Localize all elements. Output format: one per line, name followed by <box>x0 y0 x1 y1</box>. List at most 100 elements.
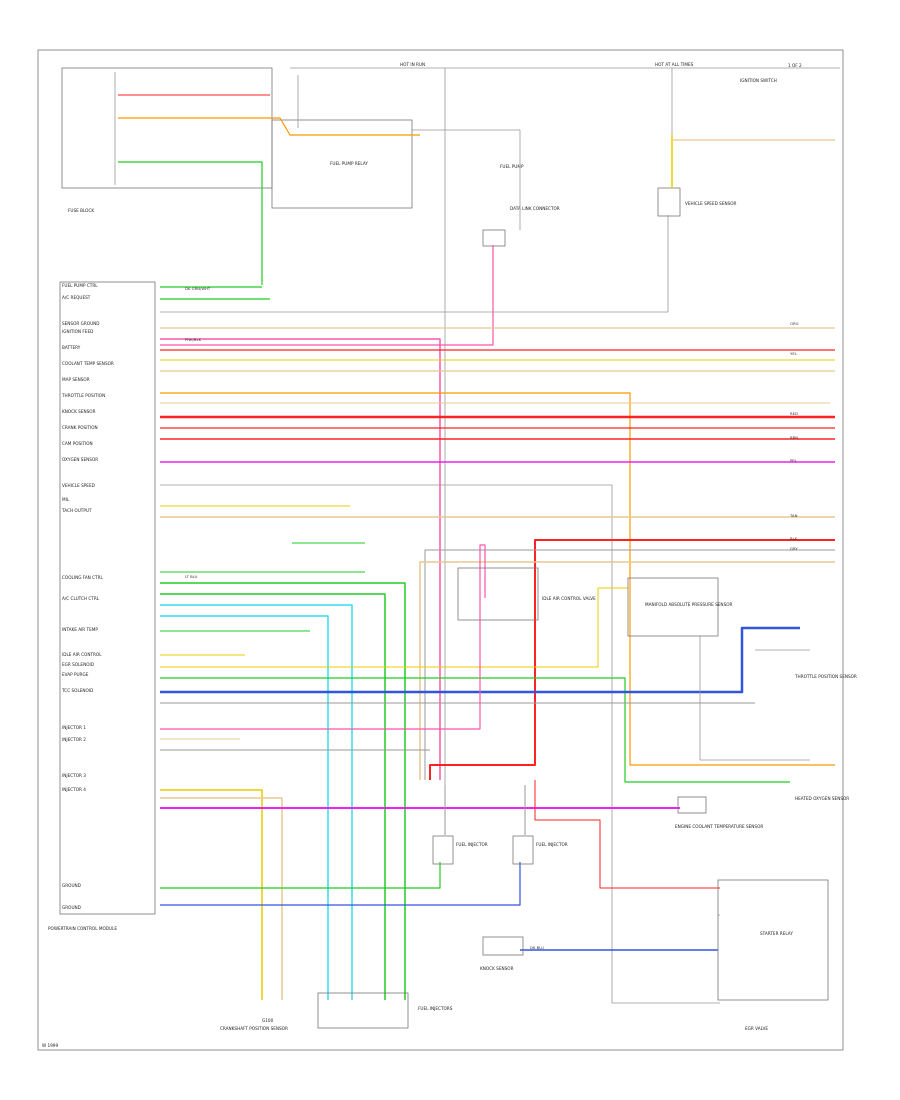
pin-label-sensor-ground: SENSOR GROUND <box>62 321 100 326</box>
wire-v-yel <box>160 789 263 1000</box>
pin-label-ac-clutch: A/C CLUTCH CTRL <box>62 596 100 601</box>
pin-label-battery: BATTERY <box>62 345 81 350</box>
pin-label-cooling-fan: COOLING FAN CTRL <box>62 575 104 580</box>
wire-tag-gry: GRY <box>790 546 798 551</box>
pin-label-injector-2: INJECTOR 2 <box>62 737 86 742</box>
vss-top-label: VEHICLE SPEED SENSOR <box>685 201 737 206</box>
wire-v-cyan-2 <box>160 615 329 1000</box>
fuel-injector-2-box <box>512 835 534 865</box>
footer-code: W 1999 <box>42 1043 58 1048</box>
coolant-sensor-label: ENGINE COOLANT TEMPERATURE SENSOR <box>675 824 763 829</box>
pin-label-iac: IDLE AIR CONTROL <box>62 652 102 657</box>
pin-label-mil: MIL <box>62 497 70 502</box>
map-sensor-box <box>627 577 719 637</box>
knock-sensor-label: KNOCK SENSOR <box>480 966 514 971</box>
starter-relay-label: STARTER RELAY <box>760 931 793 936</box>
coolant-sensor-box <box>677 796 707 814</box>
iac-valve-label: IDLE AIR CONTROL VALVE <box>542 596 596 601</box>
wire-tag-ppl: PPL <box>790 458 798 463</box>
fuse-block-box <box>61 67 273 189</box>
data-link-label: DATA LINK CONNECTOR <box>510 206 560 211</box>
pin-label-o2: OXYGEN SENSOR <box>62 457 98 462</box>
wire-h-green-5 <box>160 862 441 889</box>
pin-label-coolant: COOLANT TEMP SENSOR <box>62 361 114 366</box>
wire-tag-blk: BLK <box>790 536 798 541</box>
wire-tag-pnk: PNK/BLK <box>185 337 202 342</box>
wire-tag-lt-blu: LT BLU <box>185 574 198 579</box>
wire-v-cyan-1 <box>160 604 353 1000</box>
fuel-pump-relay-label: FUEL PUMP RELAY <box>330 161 368 166</box>
wire-tag-dk-blu: DK BLU <box>530 945 544 950</box>
pin-label-fuel-pump: FUEL PUMP CTRL <box>62 283 98 288</box>
ign-component-box <box>657 187 681 217</box>
wire-h-org-1 <box>160 392 835 766</box>
ignition-switch-label: IGNITION SWITCH <box>740 78 777 83</box>
wire-h-red-3 <box>429 539 835 780</box>
wire-tag-org: ORG <box>790 321 799 326</box>
pin-label-injector-3: INJECTOR 3 <box>62 773 86 778</box>
pin-label-ground-2: GROUND <box>62 905 81 910</box>
corner-label: 1 OF 2 <box>788 63 802 68</box>
pcm-pin-labels: FUEL PUMP CTRL A/C REQUEST SENSOR GROUND… <box>61 283 114 910</box>
fuel-pump-label: FUEL PUMP <box>500 164 524 169</box>
pin-label-ac-request: A/C REQUEST <box>62 295 91 300</box>
wire-harness <box>114 68 835 1004</box>
wire-sensor-pink <box>160 245 494 346</box>
pin-label-crank: CRANK POSITION <box>62 425 98 430</box>
pin-label-ignition-feed: IGNITION FEED <box>62 329 93 334</box>
pin-label-tcc: TCC SOLENOID <box>61 688 93 693</box>
wire-h-blue-2 <box>160 862 521 906</box>
pin-label-egr: EGR SOLENOID <box>62 662 94 667</box>
wire-v-green-1 <box>160 582 406 1000</box>
iac-valve-box <box>457 567 539 621</box>
pcm-box <box>59 281 156 915</box>
map-sensor-label: MANIFOLD ABSOLUTE PRESSURE SENSOR <box>645 602 733 607</box>
fuse-block-label: FUSE BLOCK <box>68 208 94 213</box>
wire-h-gray-1 <box>160 484 720 1004</box>
wire-tag-dk-grn: DK GRN/WHT <box>185 286 211 291</box>
pin-label-injector-4: INJECTOR 4 <box>62 787 86 792</box>
wire-tag-brn: BRN <box>790 435 798 440</box>
injectors-label: FUEL INJECTORS <box>418 1006 453 1011</box>
hot-in-run-label: HOT IN RUN <box>400 62 425 67</box>
wire-h-blue <box>160 626 800 694</box>
pin-label-knock: KNOCK SENSOR <box>62 409 96 414</box>
pin-label-ground-1: GROUND <box>62 883 81 888</box>
wire-tag-tan: TAN <box>789 513 798 518</box>
pin-label-injector-1: INJECTOR 1 <box>62 725 86 730</box>
tps-label: THROTTLE POSITION SENSOR <box>794 674 857 679</box>
pin-label-map: MAP SENSOR <box>62 377 90 382</box>
hot-at-all-times-label: HOT AT ALL TIMES <box>655 62 694 67</box>
wire-v-tan <box>160 797 283 1000</box>
pin-label-tps: THROTTLE POSITION <box>61 393 105 398</box>
wire-red-starter <box>534 780 720 889</box>
wire-relay-right <box>412 129 521 230</box>
ground-label: G100 <box>262 1018 274 1023</box>
wire-tag-red: RED <box>790 411 798 416</box>
wire-v-green-2 <box>160 593 386 1000</box>
wire-h-pink-1 <box>160 338 441 780</box>
wire-fuse-green <box>118 161 263 285</box>
knock-sensor-box <box>482 936 524 956</box>
o2-sensor-label: HEATED OXYGEN SENSOR <box>795 796 849 801</box>
diagram-border <box>37 49 844 1051</box>
wire-h-tan-5 <box>419 561 835 780</box>
crank-sensor-label: CRANKSHAFT POSITION SENSOR <box>220 1026 288 1031</box>
wire-h-pink-2 <box>160 544 486 730</box>
wire-map-gray <box>699 636 810 761</box>
fuel-injector-1-box <box>432 835 454 865</box>
pin-label-cam: CAM POSITION <box>62 441 93 446</box>
pin-label-tach: TACH OUTPUT <box>61 508 92 513</box>
wire-fuse-relay-org <box>118 117 420 136</box>
pin-label-speed: VEHICLE SPEED <box>62 483 95 488</box>
wire-h-green-4 <box>160 677 790 783</box>
pin-label-iat: INTAKE AIR TEMP <box>62 627 98 632</box>
wire-h-yel-4 <box>160 587 628 668</box>
fuel-pump-relay-box <box>271 119 413 209</box>
egr-label: EGR VALVE <box>745 1026 768 1031</box>
starter-relay-box <box>717 879 829 1001</box>
injector-connector-box <box>317 992 409 1029</box>
fuel-injector-2-label: FUEL INJECTOR <box>536 842 568 847</box>
pin-label-evap: EVAP PURGE <box>62 672 89 677</box>
